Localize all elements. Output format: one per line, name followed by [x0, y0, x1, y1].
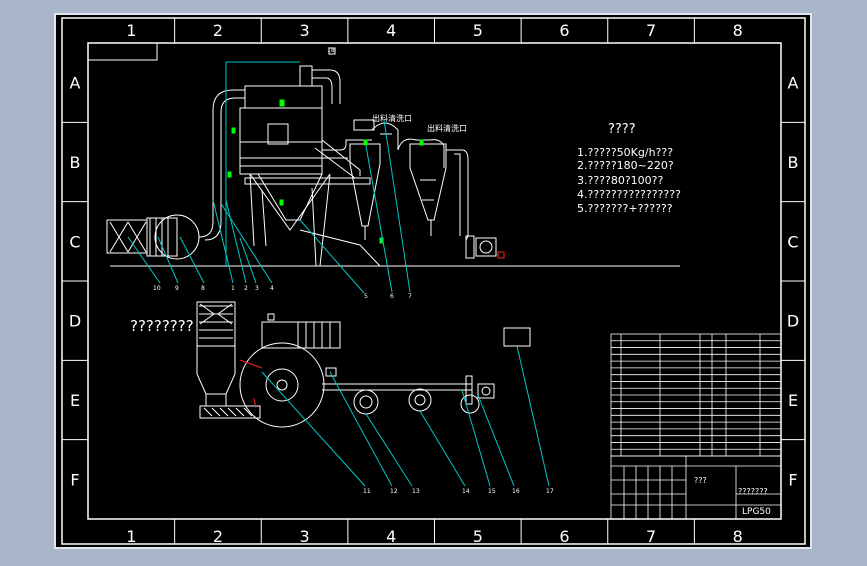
callout-label: 10: [153, 285, 161, 292]
outlet-label-1: 出料清洗口: [372, 113, 412, 123]
grid-column-label: 4: [386, 527, 396, 546]
callout-label: 17: [546, 488, 554, 495]
grid-column-label: 4: [386, 21, 396, 40]
title-block: [610, 455, 782, 520]
callout-label: 6: [390, 293, 394, 300]
title-block-code: LPG50: [742, 507, 771, 517]
callout-label: 8: [201, 285, 205, 292]
callout-18: 18: [327, 47, 335, 54]
leader-lines-plan: [261, 345, 550, 487]
plan-duct-main: [322, 383, 472, 391]
grid-row-label: C: [69, 232, 80, 251]
grid-row-label: F: [788, 470, 797, 489]
grid-column-label: 5: [473, 21, 483, 40]
grid-row-label: A: [70, 74, 81, 93]
duct-to-cyclone: [322, 139, 372, 151]
plan-chamber: [239, 342, 325, 428]
callout-label: 4: [270, 285, 274, 292]
filter-hatch: [109, 221, 147, 253]
callout-label: 16: [512, 488, 520, 495]
callout-label: 5: [364, 293, 368, 300]
callout-label: 9: [175, 285, 179, 292]
cyclone-1: [349, 143, 381, 227]
elevation-view: [106, 47, 680, 294]
parts-list: [610, 333, 782, 520]
callout-label: 12: [390, 488, 398, 495]
grid-row-label: E: [70, 391, 80, 410]
grid-row-label: A: [788, 74, 799, 93]
plan-platform: [297, 321, 341, 349]
grid-column-label: 6: [559, 527, 569, 546]
callout-label: 11: [363, 488, 371, 495]
drying-chamber: [239, 107, 323, 175]
grid-row-label: F: [70, 470, 79, 489]
callout-label: 2: [244, 285, 248, 292]
callout-label: 7: [408, 293, 412, 300]
grid-column-label: 7: [646, 21, 656, 40]
notes-line-3: 3.????80?100??: [577, 174, 664, 187]
plan-view: [196, 301, 550, 487]
plan-view-label: ????????: [130, 317, 194, 335]
grid-row-label: D: [69, 312, 81, 331]
grid-column-label: 1: [126, 21, 136, 40]
title-block-company: ???????: [738, 487, 768, 496]
grid-column-label: 5: [473, 527, 483, 546]
grid-column-label: 8: [733, 527, 743, 546]
grid-row-label: B: [788, 153, 799, 172]
callout-label: 13: [412, 488, 420, 495]
grid-column-label: 7: [646, 527, 656, 546]
title-stub: [87, 42, 158, 61]
exhaust-duct: [446, 149, 469, 256]
chamber-cone: [249, 173, 331, 231]
grid-column-label: 1: [126, 527, 136, 546]
duct-to-cyclone-2: [397, 138, 445, 168]
callout-label: 15: [488, 488, 496, 495]
cyclone-2: [409, 143, 447, 221]
grid-column-label: 3: [299, 527, 309, 546]
notes-line-1: 1.?????50Kg/h???: [577, 146, 673, 159]
outlet-label-2: 出料清洗口: [427, 123, 467, 133]
grid-row-label: B: [70, 153, 81, 172]
drawing-sheet: [54, 13, 812, 549]
grid-column-label: 3: [299, 21, 309, 40]
callout-label: 1: [231, 285, 235, 292]
grid-column-label: 2: [213, 527, 223, 546]
callout-label: 14: [462, 488, 470, 495]
grid-row-label: C: [787, 232, 798, 251]
plan-exhaust-fan: [477, 383, 495, 399]
notes-line-5: 5.???????+??????: [577, 202, 673, 215]
grid-column-label: 2: [213, 21, 223, 40]
exhaust-fan: [475, 237, 497, 257]
platform: [244, 177, 371, 185]
title-block-name: ???: [694, 476, 707, 485]
leader-lines-elevation: [127, 61, 411, 294]
notes-line-4: 4.????????????????: [577, 188, 681, 201]
callout-label: 3: [255, 285, 259, 292]
notes-line-2: 2.?????180~220?: [577, 159, 674, 172]
atomizer-feed: [312, 69, 341, 104]
grid-column-label: 6: [559, 21, 569, 40]
plan-duct: [199, 405, 261, 419]
notes-title: ????: [608, 122, 636, 137]
grid-row-label: D: [787, 312, 799, 331]
grid-row-label: E: [788, 391, 798, 410]
chamber-legs: [249, 173, 331, 267]
atomizer-motor: [299, 65, 313, 87]
grid-column-label: 8: [733, 21, 743, 40]
